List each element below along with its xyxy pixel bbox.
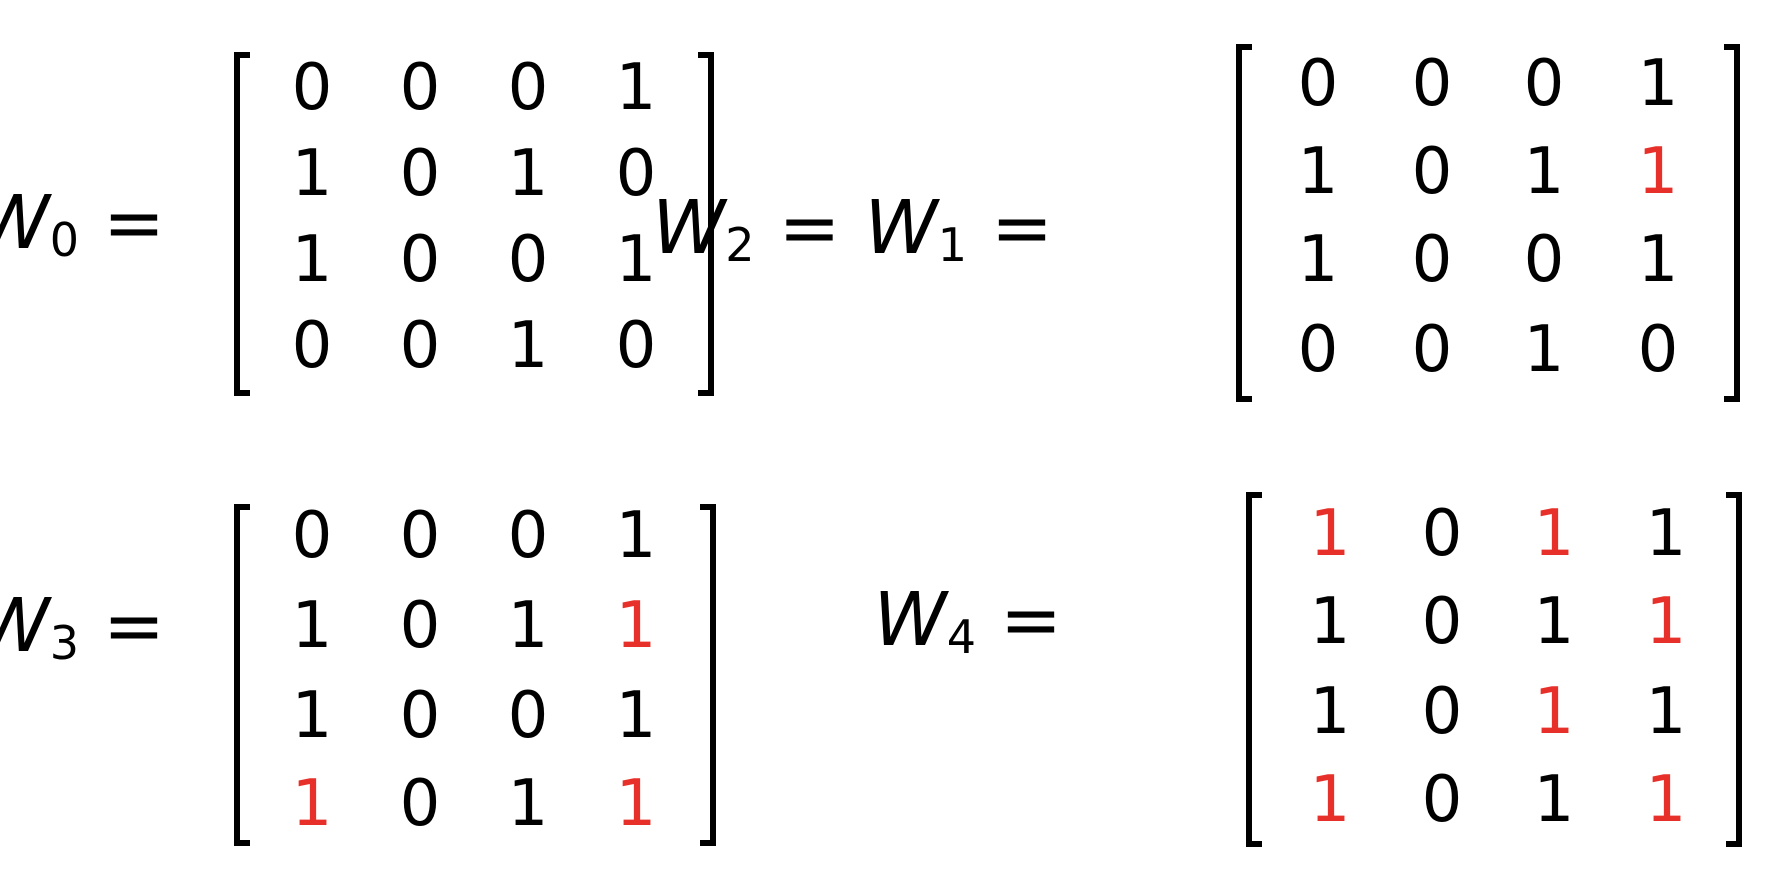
matrix-cell: 0 [399,137,441,211]
left-bracket [234,52,250,396]
matrix-cell: 1 [1297,135,1339,209]
matrix-cell: 1 [1309,675,1351,749]
matrix-cell: 1 [1309,585,1351,659]
matrix-cell: 0 [615,309,657,383]
matrix-cell: 1 [1637,135,1679,209]
matrix-cell: 0 [399,309,441,383]
matrix-cell: 1 [1523,313,1565,387]
matrix-cell: 1 [1309,763,1351,837]
matrix-cell: 0 [399,589,441,663]
matrix-cell: 0 [291,51,333,125]
matrix-cell: 0 [291,499,333,573]
matrix-cell: 0 [1421,497,1463,571]
matrix-cell: 1 [291,767,333,841]
matrix-cell: 0 [399,679,441,753]
variable-w1: W1 [864,185,967,272]
matrix-cell: 0 [1637,313,1679,387]
matrix-cell: 1 [615,679,657,753]
matrix-cell: 0 [1421,675,1463,749]
matrix-cell: 1 [615,589,657,663]
matrix-cell: 0 [291,309,333,383]
right-bracket [698,52,714,396]
left-bracket [1236,44,1252,402]
matrix-cell: 1 [615,223,657,297]
matrix-cell: 1 [1533,675,1575,749]
matrix-cell: 1 [507,309,549,383]
matrix-cell: 0 [399,223,441,297]
matrix-cell: 0 [507,499,549,573]
left-bracket [1246,492,1262,847]
right-bracket [700,504,716,846]
right-bracket [1724,44,1740,402]
matrix-cell: 0 [399,767,441,841]
equation-label-w2w1: W2=W1= [652,168,1077,288]
matrix-cell: 0 [1523,47,1565,121]
matrix-cell: 1 [1523,135,1565,209]
equals-sign: = [102,180,165,266]
matrix-cell: 1 [1297,223,1339,297]
subscript: 3 [49,616,79,670]
subscript: 0 [49,213,79,267]
matrix-cell: 0 [1411,223,1453,297]
matrix-cell: 0 [1411,313,1453,387]
matrix-cell: 1 [1533,497,1575,571]
matrix-cell: 1 [1645,763,1687,837]
subscript: 4 [946,610,976,664]
matrix-cell: 1 [291,223,333,297]
matrix-cell: 1 [507,137,549,211]
matrix-cell: 1 [1645,675,1687,749]
matrix-cell: 0 [507,679,549,753]
matrix-cell: 1 [507,589,549,663]
matrix-cell: 1 [1645,497,1687,571]
matrix-cell: 1 [1309,497,1351,571]
equals-sign: = [102,583,165,669]
matrix-cell: 0 [1297,47,1339,121]
matrix-cell: 0 [1523,223,1565,297]
equation-label-w4: W4 = [874,560,1086,680]
matrix-cell: 0 [507,223,549,297]
left-bracket [234,504,250,846]
variable-w0: W0 [0,186,79,263]
matrix-cell: 0 [399,51,441,125]
variable-w4: W4 [873,577,976,664]
subscript: 2 [725,218,755,272]
matrix-cell: 0 [1421,763,1463,837]
matrix-cell: 0 [1411,47,1453,121]
matrix-cell: 1 [1637,47,1679,121]
equation-label-w0: W0 = [0,163,189,283]
matrix-cell: 0 [1411,135,1453,209]
matrix-cell: 0 [399,499,441,573]
matrix-cell: 1 [615,51,657,125]
matrix-cell: 1 [1637,223,1679,297]
matrix-cell: 0 [1421,585,1463,659]
equation-label-w3: W3 = [0,566,189,686]
matrix-cell: 1 [1533,763,1575,837]
matrix-cell: 1 [291,137,333,211]
matrix-cell: 0 [615,137,657,211]
matrix-cell: 1 [615,767,657,841]
subscript: 1 [937,218,967,272]
matrix-cell: 1 [615,499,657,573]
matrix-cell: 1 [507,767,549,841]
variable-w3: W3 [0,589,79,666]
equals-sign: = [778,185,841,271]
matrix-cell: 0 [1297,313,1339,387]
equals-sign: = [990,185,1053,271]
right-bracket [1726,492,1742,847]
matrix-cell: 1 [291,679,333,753]
matrix-cell: 1 [1645,585,1687,659]
equals-sign: = [999,577,1062,663]
matrix-cell: 1 [1533,585,1575,659]
matrix-cell: 0 [507,51,549,125]
matrix-cell: 1 [291,589,333,663]
